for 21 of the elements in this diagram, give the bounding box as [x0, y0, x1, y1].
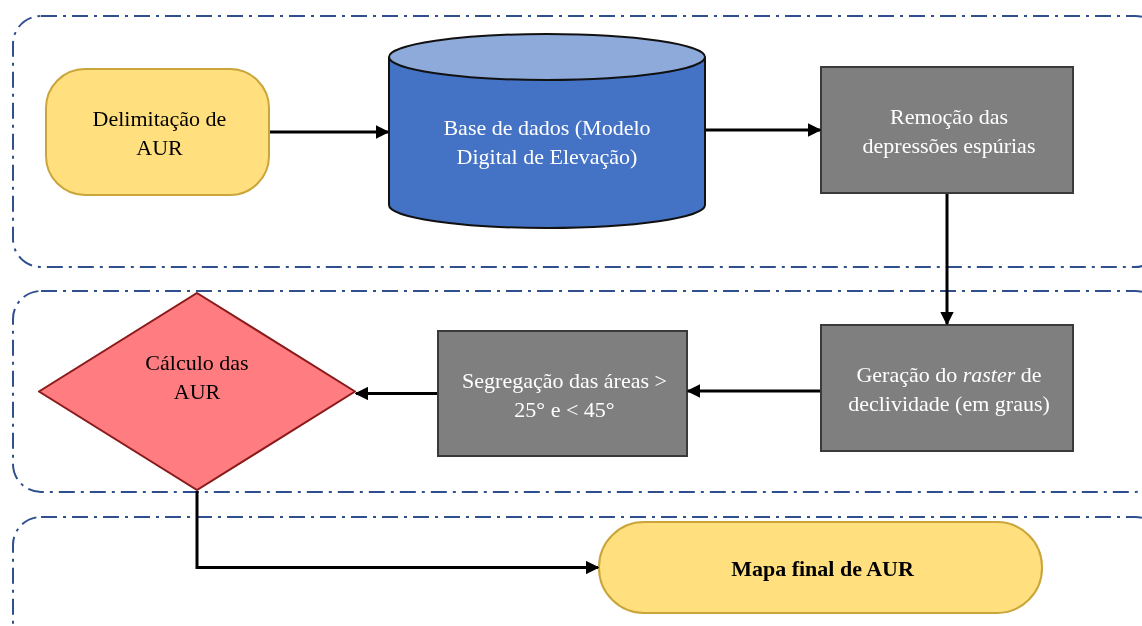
- group-band: [12, 15, 1142, 268]
- arrow: [686, 384, 820, 398]
- process-box: [820, 324, 1074, 452]
- node-label: Mapa final de AUR: [730, 555, 915, 584]
- node-label: Delimitação de AUR: [91, 105, 228, 162]
- node-label: Segregação das áreas > 25° e < 45°: [461, 366, 668, 424]
- decision-diamond: [38, 292, 356, 491]
- process-box: [437, 330, 688, 457]
- process-box: [820, 66, 1074, 194]
- start-terminal: [45, 68, 270, 196]
- arrow: [195, 491, 600, 575]
- node-label: Cálculo das AUR: [144, 348, 250, 406]
- node-label: Base de dados (Modelo Digital de Elevação): [442, 114, 652, 171]
- group-band: [12, 290, 1142, 493]
- arrow: [354, 386, 437, 401]
- group-band: [12, 516, 1142, 626]
- arrow: [270, 125, 390, 139]
- node-label: Geração do raster de declividade (em graus): [847, 361, 1051, 418]
- arrow: [940, 194, 954, 326]
- arrow: [706, 123, 822, 137]
- node-label: Remoção das depressões espúrias: [861, 103, 1037, 160]
